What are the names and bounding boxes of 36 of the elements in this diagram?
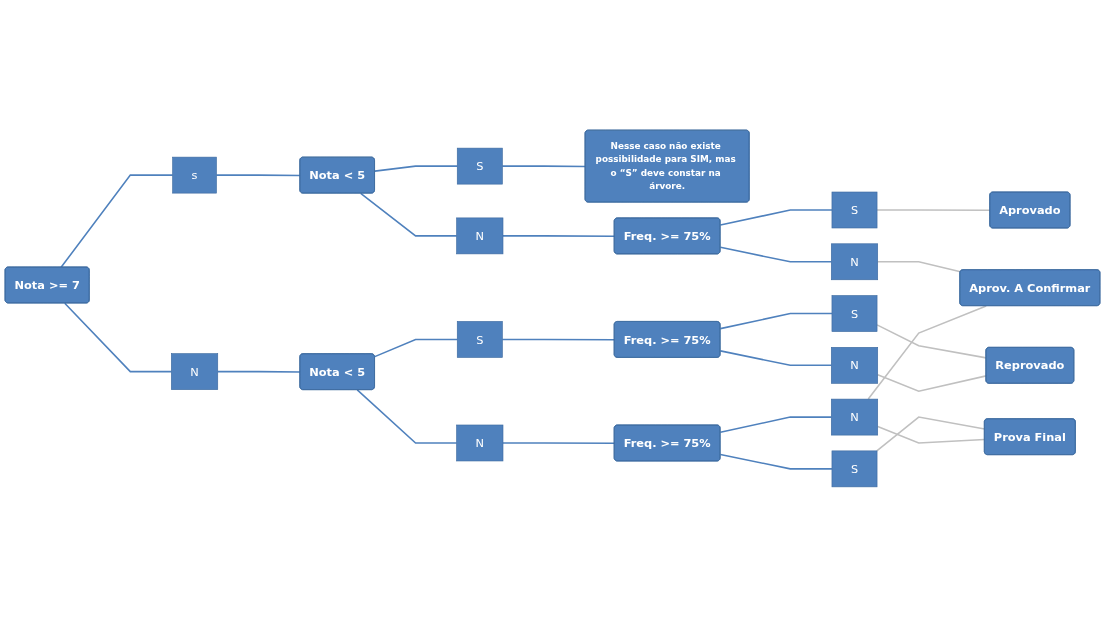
node-box: S xyxy=(456,147,503,185)
connector xyxy=(502,235,616,237)
connector xyxy=(374,338,459,358)
connector xyxy=(876,261,962,273)
connector xyxy=(501,338,616,341)
connector xyxy=(359,192,458,237)
node-box: s xyxy=(172,156,217,194)
node-box: N xyxy=(171,353,219,390)
connector xyxy=(876,425,986,444)
connector xyxy=(502,442,616,445)
connector xyxy=(876,324,987,359)
connector xyxy=(501,165,587,168)
connector xyxy=(356,389,458,444)
connector xyxy=(876,209,991,212)
node-box: S xyxy=(831,450,878,488)
connector xyxy=(215,174,301,177)
connector xyxy=(867,305,987,400)
node-box: S xyxy=(456,321,503,358)
connector xyxy=(876,416,986,452)
connector xyxy=(719,209,833,226)
node-box: S xyxy=(831,295,878,332)
node-box: N xyxy=(456,217,504,255)
node-box: N xyxy=(456,424,504,462)
node-box: N xyxy=(831,243,878,281)
connector xyxy=(216,370,301,373)
connector xyxy=(719,416,833,433)
connector xyxy=(719,312,833,330)
node-box: S xyxy=(831,191,878,229)
connector xyxy=(719,350,833,367)
node-box: N xyxy=(831,398,878,436)
connector xyxy=(876,373,987,393)
connector xyxy=(719,246,833,263)
node-box: N xyxy=(831,347,878,384)
connector xyxy=(719,453,833,470)
connector xyxy=(63,302,173,373)
connector xyxy=(374,165,459,172)
